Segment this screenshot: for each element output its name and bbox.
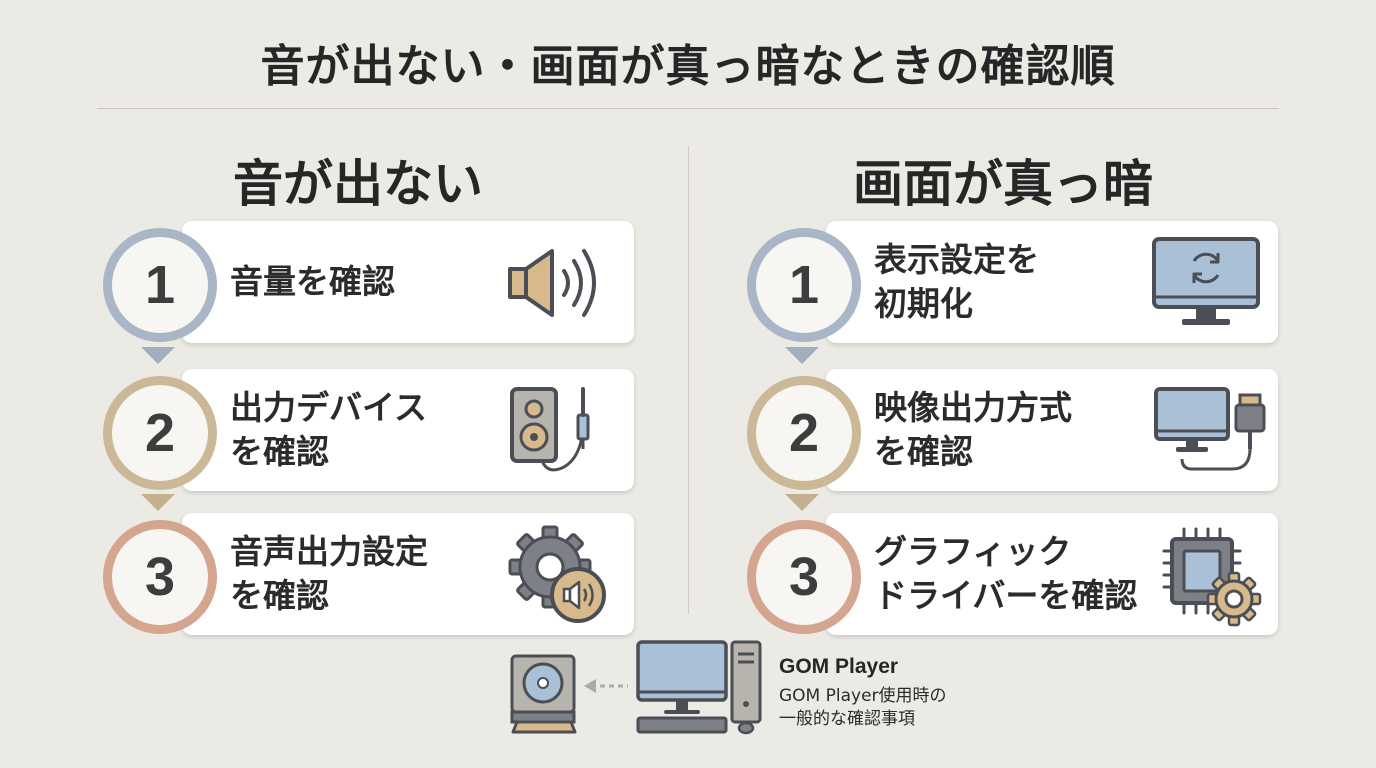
title-divider xyxy=(97,108,1279,109)
chip-gear-icon xyxy=(1162,527,1262,627)
step-number-1: 1 xyxy=(747,228,861,342)
speaker-icon xyxy=(508,249,596,317)
monitor-hdmi-icon xyxy=(1154,387,1266,471)
step-card-screen-1: 表示設定を 初期化 xyxy=(826,221,1278,343)
step-text: 表示設定を 初期化 xyxy=(874,240,1039,323)
down-arrow-icon xyxy=(141,347,175,364)
step-card-screen-2: 映像出力方式 を確認 xyxy=(826,369,1278,491)
step-number-2: 2 xyxy=(103,376,217,490)
step-text: 映像出力方式 を確認 xyxy=(874,388,1072,471)
section-heading-black-screen: 画面が真っ暗 xyxy=(853,155,1153,213)
footer-description: GOM Player使用時の 一般的な確認事項 xyxy=(779,686,947,729)
step-number-3: 3 xyxy=(747,520,861,634)
step-text: 音量を確認 xyxy=(230,262,395,301)
column-divider xyxy=(688,146,689,614)
gear-sound-icon xyxy=(508,525,606,623)
down-arrow-icon xyxy=(785,494,819,511)
step-card-sound-2: 出力デバイス を確認 xyxy=(182,369,634,491)
footer-app-name: GOM Player xyxy=(779,655,899,678)
step-number-1: 1 xyxy=(103,228,217,342)
section-heading-no-sound: 音が出ない xyxy=(233,155,483,213)
monitor-reset-icon xyxy=(1152,237,1260,325)
down-arrow-icon xyxy=(141,494,175,511)
desktop-pc-icon xyxy=(636,640,762,735)
step-card-sound-1: 音量を確認 xyxy=(182,221,634,343)
step-card-sound-3: 音声出力設定 を確認 xyxy=(182,513,634,635)
step-text: グラフィック ドライバーを確認 xyxy=(874,532,1138,615)
arrow-left-icon xyxy=(584,679,628,693)
step-number-2: 2 xyxy=(747,376,861,490)
speaker-cable-icon xyxy=(510,387,590,472)
disc-drive-icon xyxy=(510,654,577,734)
step-card-screen-3: グラフィック ドライバーを確認 xyxy=(826,513,1278,635)
down-arrow-icon xyxy=(785,347,819,364)
step-text: 出力デバイス を確認 xyxy=(230,388,428,471)
step-number-3: 3 xyxy=(103,520,217,634)
step-text: 音声出力設定 を確認 xyxy=(230,532,428,615)
page-title: 音が出ない・画面が真っ暗なときの確認順 xyxy=(260,41,1116,92)
